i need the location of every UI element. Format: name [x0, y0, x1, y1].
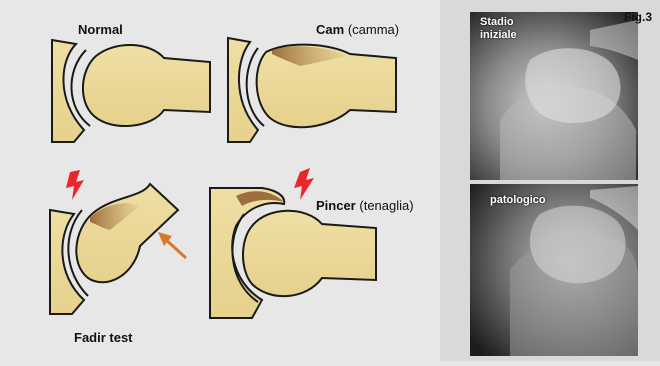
femoral-head	[83, 45, 210, 126]
hip-joint-drawings	[0, 0, 440, 361]
xray-label-initial: Stadio iniziale	[480, 16, 517, 42]
xray-label-pathological: patologico	[490, 194, 546, 207]
femoral-head	[243, 211, 376, 296]
xray-images	[440, 0, 660, 361]
femoral-head-flexed	[76, 184, 178, 282]
panel-title-fadir: Fadir test	[74, 330, 133, 345]
panel-title-normal: Normal	[78, 22, 123, 37]
xray-panel: Stadio iniziale patologico Fig.3	[440, 0, 660, 361]
figure-label: Fig.3	[624, 10, 652, 24]
panel-title-pincer: Pincer (tenaglia)	[316, 198, 414, 213]
acetabulum	[52, 40, 84, 142]
illustration-panel: Normal Cam (camma) Fadir test Pincer (te…	[0, 0, 440, 361]
fadir-joint-drawing	[50, 170, 186, 314]
panel-title-cam: Cam (camma)	[316, 22, 399, 37]
normal-joint-drawing	[52, 40, 210, 142]
pain-bolt-icon	[66, 170, 84, 200]
cam-joint-drawing	[228, 38, 396, 142]
pain-bolt-icon	[294, 168, 314, 200]
push-arrow-icon	[158, 232, 186, 258]
pincer-joint-drawing	[210, 168, 376, 318]
xray-pathological	[470, 184, 638, 356]
